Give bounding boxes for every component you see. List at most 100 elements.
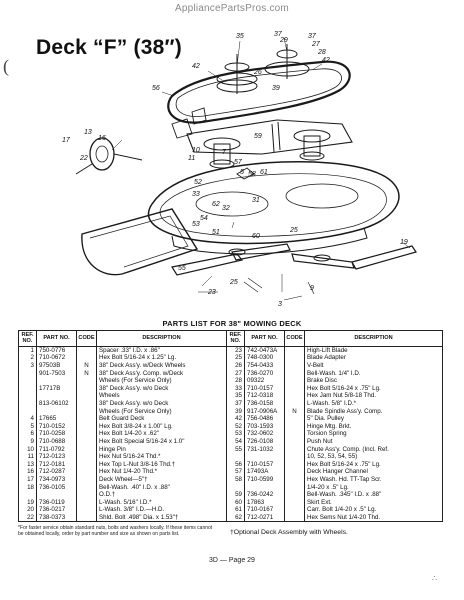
left-part-cell: 710-0258 [36, 430, 77, 438]
left-code-cell [76, 453, 97, 461]
left-desc-cell: Hinge Pin [96, 445, 227, 454]
right-part-cell: 710-0599 [244, 475, 285, 484]
left-part-cell: 901-7503 [36, 369, 77, 378]
right-part-cell: 917-0906A [244, 407, 285, 416]
right-code-cell [284, 430, 305, 438]
right-desc-cell: Carr. Bolt 1/4-20 x .5" Lg. [304, 506, 443, 514]
right-ref-cell: 53 [226, 430, 245, 438]
left-part-cell [36, 377, 77, 385]
left-desc-cell: Hex Bolt 5/16-24 x 1.25" Lg. [96, 354, 227, 362]
callout-label: 26 [253, 69, 262, 76]
right-part-cell: 710-0157 [244, 460, 285, 469]
left-part-cell: 750-0776 [36, 346, 77, 355]
left-ref-cell: 17 [18, 475, 37, 484]
right-ref-cell: 37 [226, 399, 245, 408]
callout-label: 32 [222, 205, 230, 212]
right-ref-cell [226, 483, 245, 492]
right-code-cell [284, 415, 305, 423]
left-code-cell [76, 346, 97, 355]
right-part-cell: 09322 [244, 377, 285, 385]
left-desc-cell: O.D.† [96, 491, 227, 499]
left-ref-cell: 10 [18, 445, 37, 454]
left-ref-cell: 9 [18, 437, 37, 446]
right-desc-cell: 5" Dia. Pulley [304, 415, 443, 423]
right-desc-cell: 10, 52, 53, 54, 55) [304, 453, 443, 461]
left-code-cell [76, 384, 97, 393]
left-part-cell: 17717B [36, 384, 77, 393]
parts-list-title: PARTS LIST FOR 38" MOWING DECK [162, 319, 302, 328]
right-part-cell: 756-0486 [244, 415, 285, 423]
left-ref-cell: 16 [18, 468, 37, 476]
right-part-cell: 736-0270 [244, 369, 285, 378]
left-part-cell: 710-0152 [36, 422, 77, 431]
left-desc-cell: Wheels [96, 392, 227, 400]
left-part-cell: 738-0373 [36, 513, 77, 523]
right-ref-cell: 60 [226, 498, 245, 507]
right-part-cell: 736-0242 [244, 491, 285, 499]
right-desc-cell: Hex Jam Nut 5/8-18 Thd. [304, 392, 443, 400]
callout-label: 62 [212, 201, 220, 208]
left-ref-cell: 11 [18, 453, 37, 461]
left-ref-cell [18, 407, 37, 416]
callout-label: 42 [192, 63, 200, 70]
right-part-cell: 712-0271 [244, 513, 285, 523]
left-code-cell [76, 506, 97, 514]
right-ref-cell: 33 [226, 384, 245, 393]
left-part-cell [36, 407, 77, 416]
right-ref-cell: 26 [226, 362, 245, 370]
left-code-cell [76, 513, 97, 523]
left-code-cell [76, 468, 97, 476]
callout-label: 59 [254, 133, 262, 140]
right-ref-cell [226, 453, 245, 461]
left-part-cell: 710-0688 [36, 437, 77, 446]
left-ref-cell: 22 [18, 513, 37, 523]
callout-label: 10 [192, 147, 200, 154]
left-ref-cell [18, 392, 37, 400]
left-desc-cell: Hex Bolt 3/8-24 x 1.00" Lg. [96, 422, 227, 431]
header-code: CODE [76, 330, 97, 347]
left-desc-cell: Wheels (For Service Only) [96, 407, 227, 416]
header-part: PART NO. [244, 330, 285, 347]
right-code-cell [284, 422, 305, 431]
left-part-cell: 710-0672 [36, 354, 77, 362]
right-ref-cell: 25 [226, 354, 245, 362]
corner-mark: ∴ [432, 574, 438, 583]
left-part-cell: 712-0287 [36, 468, 77, 476]
left-code-cell [76, 415, 97, 423]
left-part-cell: 736-0105 [36, 483, 77, 492]
right-code-cell [284, 437, 305, 446]
left-ref-cell [18, 377, 37, 385]
callout-label: 39 [272, 85, 280, 92]
left-part-cell: 711-0792 [36, 445, 77, 454]
callout-label: 35 [236, 33, 244, 40]
header-description: DESCRIPTION [304, 330, 443, 347]
right-desc-cell: Hex Bolt 5/16-24 x .75" Lg. [304, 384, 443, 393]
footnote: *For faster service obtain standard nuts… [18, 525, 213, 537]
table-header-row: REF. NO. PART NO. CODE DESCRIPTION REF. … [18, 330, 443, 347]
left-desc-cell: L-Wash. 3/8" I.D.—H.D. [96, 506, 227, 514]
callout-label: 61 [260, 169, 268, 176]
callout-label: 23 [207, 289, 216, 296]
callout-label: 42 [322, 57, 330, 64]
left-code-cell [76, 475, 97, 484]
left-part-cell [36, 491, 77, 499]
right-ref-cell: 54 [226, 437, 245, 446]
callout-label: 16 [98, 135, 106, 142]
right-ref-cell: 27 [226, 369, 245, 378]
optional-note: †Optional Deck Assembly with Wheels. [230, 529, 348, 536]
callout-label: 31 [252, 197, 260, 204]
right-ref-cell: 42 [226, 415, 245, 423]
right-code-cell [284, 346, 305, 355]
right-code-cell [284, 362, 305, 370]
left-ref-cell: 20 [18, 506, 37, 514]
